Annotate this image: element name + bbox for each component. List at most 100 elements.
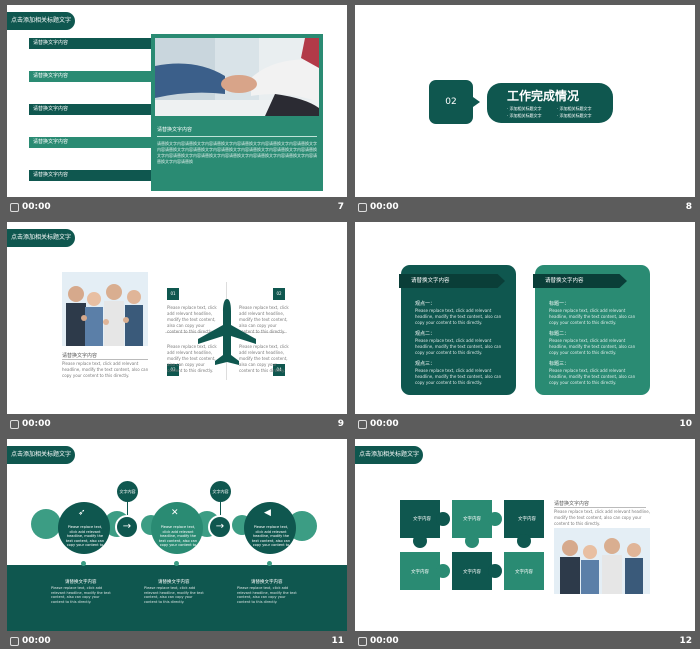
slide-title-pill: 点击添加相关标题文字 <box>7 12 75 30</box>
tools-icon: ✕ <box>171 508 179 518</box>
slide-number: 10 <box>679 419 692 429</box>
card-item-text: Please replace text, click add relevant … <box>415 368 502 385</box>
slide-timer: 00:00 <box>358 636 399 646</box>
text-panel: 请替换文字内容 请替换文字内容请替换文字内容请替换文字内容请替换文字内容请替换文… <box>151 34 323 191</box>
slide-meta: 00:00 9 <box>7 414 347 434</box>
footer-title: 请替换文字内容 <box>251 580 283 585</box>
puzzle-label: 文字内容 <box>463 570 481 575</box>
footer-text: Please replace text, click add relevant … <box>51 586 111 604</box>
puzzle-knob <box>488 564 502 578</box>
slide-canvas: 点击添加相关标题文字 ➶ ✕ ◀ Please replace text, cl… <box>7 439 347 631</box>
label-bubble: 文字内容 <box>117 481 138 502</box>
feature-circle <box>58 502 110 554</box>
puzzle-knob <box>436 512 450 526</box>
puzzle-piece <box>452 552 492 590</box>
panel-body: 请替换文字内容请替换文字内容请替换文字内容请替换文字内容请替换文字内容请替换文字… <box>157 141 317 164</box>
slide-canvas: 请替换文字内容 观点一： Please replace text, click … <box>355 222 695 414</box>
arrow-node: → <box>208 515 232 539</box>
section-heading-box: 工作完成情况 · 添加相关标题文字 · 添加相关标题文字 · 添加相关标题文字 … <box>487 83 613 123</box>
footer-title: 请替换文字内容 <box>158 580 190 585</box>
feature-text: Please replace text, click add relevant … <box>167 305 217 334</box>
transition-star-icon <box>10 636 19 646</box>
deco-circle <box>31 509 61 539</box>
megaphone-icon: ◀ <box>264 508 271 518</box>
card-item-label: 标题一： <box>549 301 570 307</box>
panel-rule <box>157 136 317 137</box>
slide-number: 12 <box>679 636 692 646</box>
section-point: · 添加相关标题文字 <box>557 106 592 111</box>
card-item-text: Please replace text, click add relevant … <box>549 338 636 355</box>
section-arrow-icon <box>473 97 480 107</box>
team-photo <box>554 528 650 594</box>
slide-timer: 00:00 <box>10 636 51 646</box>
caption-rule <box>554 507 646 508</box>
card-item-label: 观点三： <box>415 361 436 367</box>
content-bar: 请替换文字内容 <box>29 170 157 181</box>
puzzle-piece <box>504 500 544 538</box>
airplane-icon <box>196 297 258 371</box>
slide-meta: 00:00 7 <box>7 197 347 217</box>
section-heading: 工作完成情况 <box>507 89 580 103</box>
puzzle-label: 文字内容 <box>411 570 429 575</box>
team-photo <box>62 272 148 346</box>
slide-meta: 00:00 11 <box>7 631 347 649</box>
section-number-box: 02 <box>429 80 473 124</box>
slide-number: 11 <box>331 636 344 646</box>
bubble-stem <box>127 501 128 515</box>
slide-timer: 00:00 <box>10 419 51 429</box>
caption-title: 请替换文字内容 <box>62 353 98 359</box>
transition-star-icon <box>358 636 367 646</box>
tag-04: 04 <box>273 364 285 376</box>
slide-canvas: 点击添加相关标题文字 文字内容 文字内容 文字内容 文字内容 文字内容 文字内容… <box>355 439 695 631</box>
slide-timer: 00:00 <box>10 202 51 212</box>
card-light-title-tab: 请替换文字内容 <box>533 274 627 288</box>
transition-star-icon <box>10 419 19 429</box>
footer-text: Please replace text, click add relevant … <box>237 586 297 604</box>
tag-03: 03 <box>167 364 179 376</box>
card-item-text: Please replace text, click add relevant … <box>415 338 502 355</box>
puzzle-piece <box>452 500 492 538</box>
card-item-label: 标题二： <box>549 331 570 337</box>
slide-meta: 00:00 10 <box>355 414 695 434</box>
caption-title: 请替换文字内容 <box>554 501 590 507</box>
slide-meta: 00:00 12 <box>355 631 695 649</box>
slide-number: 9 <box>337 419 344 429</box>
caption-text: Please replace text, click add relevant … <box>62 361 149 378</box>
content-bar: 请替换文字内容 <box>29 137 157 148</box>
tag-01: 01 <box>167 288 179 300</box>
puzzle-piece <box>504 552 544 590</box>
slide-title-pill: 点击添加相关标题文字 <box>7 446 75 464</box>
caption-rule <box>62 359 148 360</box>
puzzle-knob <box>465 534 479 548</box>
slide-timer: 00:00 <box>358 202 399 212</box>
tag-02: 02 <box>273 288 285 300</box>
card-dark-title-tab: 请替换文字内容 <box>399 274 505 288</box>
slide-title-pill: 点击添加相关标题文字 <box>355 446 423 464</box>
slide-canvas: 02 工作完成情况 · 添加相关标题文字 · 添加相关标题文字 · 添加相关标题… <box>355 5 695 197</box>
circle-text: Please replace text, click add relevant … <box>251 525 291 547</box>
feature-text: Please replace text, click add relevant … <box>167 344 217 373</box>
card-item-label: 观点一： <box>415 301 436 307</box>
puzzle-knob <box>488 512 502 526</box>
card-item-text: Please replace text, click add relevant … <box>549 308 636 325</box>
footer-title: 请替换文字内容 <box>65 580 97 585</box>
arrow-node: → <box>115 515 139 539</box>
puzzle-knob <box>517 534 531 548</box>
puzzle-piece <box>400 500 440 538</box>
puzzle-label: 文字内容 <box>413 517 431 522</box>
card-item-label: 观点二： <box>415 331 436 337</box>
card-item-text: Please replace text, click add relevant … <box>415 308 502 325</box>
slide-canvas: 点击添加相关标题文字 请替换文字内容 Please replace text, … <box>7 222 347 414</box>
content-bar: 请替换文字内容 <box>29 71 157 82</box>
label-bubble: 文字内容 <box>210 481 231 502</box>
puzzle-piece <box>400 552 440 590</box>
bubble-stem <box>220 501 221 515</box>
panel-caption: 请替换文字内容 <box>157 127 193 133</box>
feature-text: Please replace text, click add relevant … <box>239 305 289 334</box>
bottom-band <box>7 565 347 631</box>
content-bar: 请替换文字内容 <box>29 38 157 49</box>
puzzle-label: 文字内容 <box>518 517 536 522</box>
handshake-photo <box>155 38 319 116</box>
stem-dot <box>81 561 86 566</box>
content-bar: 请替换文字内容 <box>29 104 157 115</box>
